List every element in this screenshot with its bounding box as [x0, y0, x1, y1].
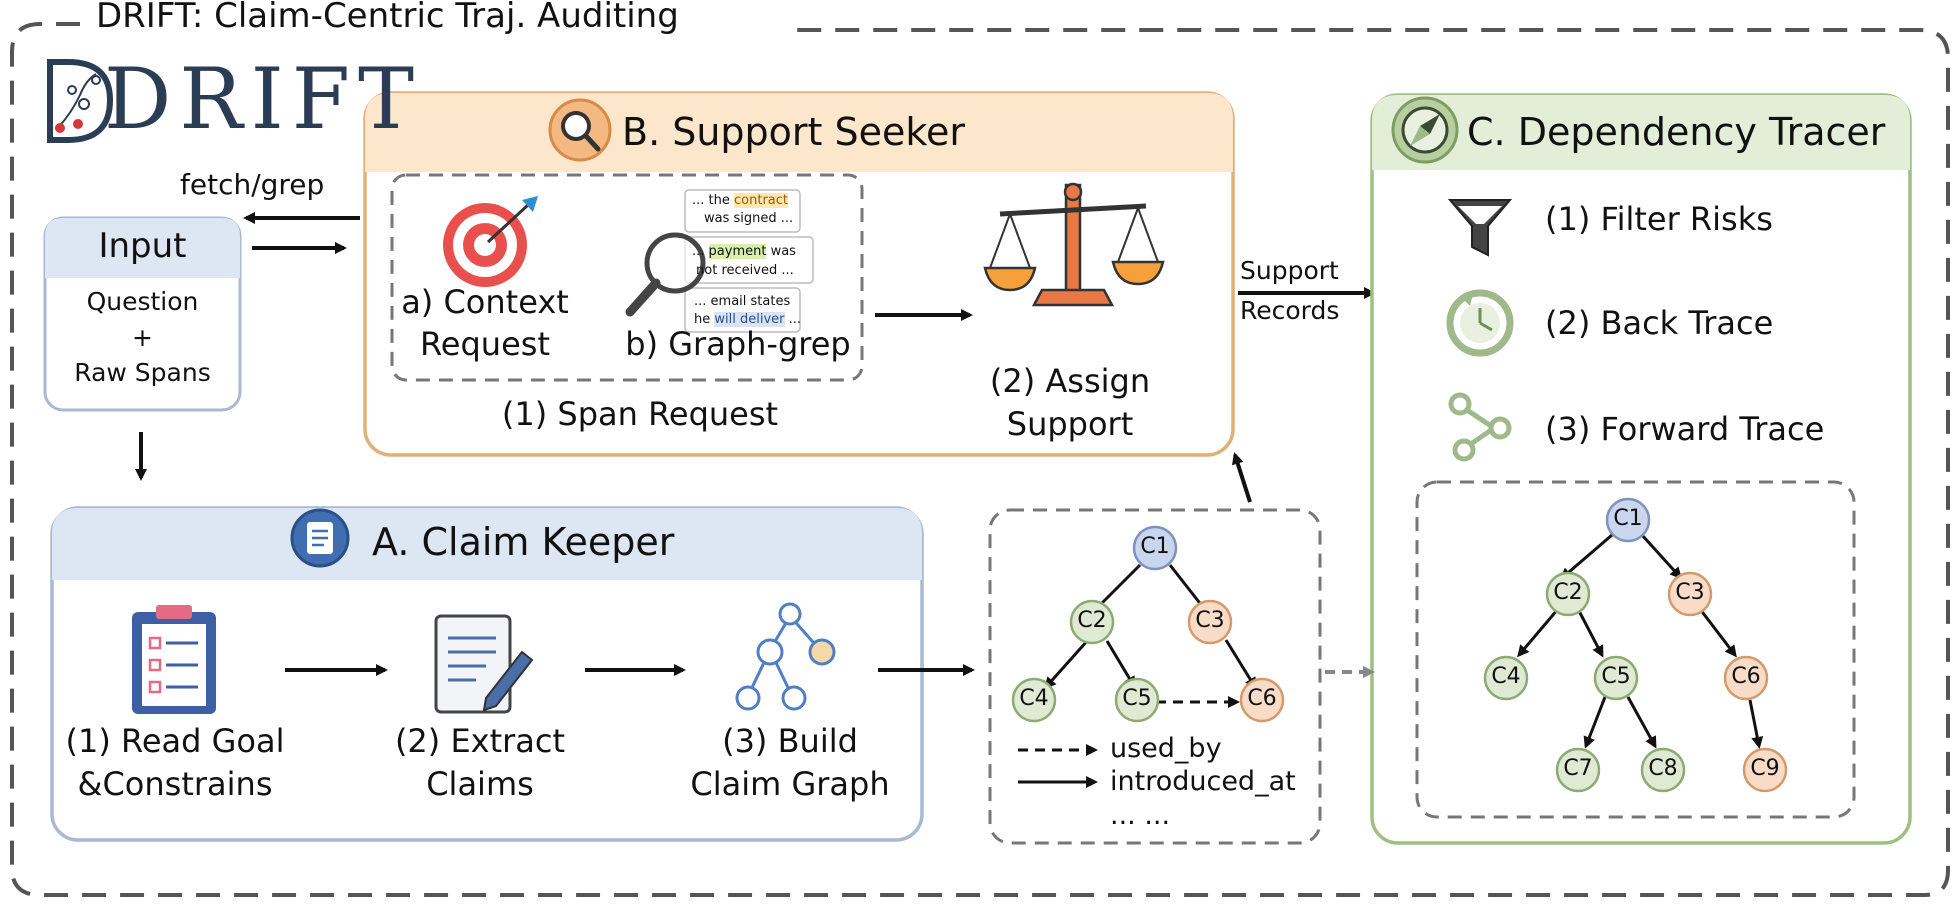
graph-to-seeker-arrow — [1232, 452, 1252, 503]
snippet-payment-2: not received ... — [696, 263, 794, 278]
claim-graph-dashed-box — [988, 508, 1322, 845]
tracer-node-c9 — [1742, 747, 1788, 793]
tracer-node-c7 — [1555, 747, 1601, 793]
snippet-contract-2: was signed ... — [704, 211, 794, 226]
build-graph-line2: Claim Graph — [690, 765, 890, 803]
tree-graph-icon — [735, 602, 836, 711]
claim-graph-edges — [1018, 563, 1257, 788]
build-graph-line1: (3) Build — [722, 722, 858, 760]
snippet-contract-1: ... the contract — [692, 193, 788, 208]
tracer-node-c3 — [1667, 571, 1713, 617]
input-raw-spans: Raw Spans — [74, 358, 211, 387]
tracer-node-c5 — [1593, 655, 1639, 701]
claim-keeper-title: A. Claim Keeper — [372, 520, 675, 564]
funnel-icon — [1447, 199, 1513, 257]
drift-logo-text: DRIFT — [104, 50, 423, 148]
tracer-node-c6-label: C6 — [1731, 664, 1761, 689]
claim-node-c5-label: C5 — [1122, 686, 1152, 711]
balance-scale-icon — [983, 182, 1165, 307]
input-title: Input — [98, 226, 187, 266]
claim-node-c1-label: C1 — [1140, 534, 1170, 559]
tracer-node-c9-label: C9 — [1750, 756, 1780, 781]
snippet-payment-1: ... payment was — [692, 244, 796, 259]
tracer-node-c6 — [1723, 655, 1769, 701]
claim-node-c5 — [1114, 677, 1160, 723]
legend-more: ... ... — [1110, 800, 1171, 831]
claim-node-c3 — [1187, 599, 1233, 645]
forward-trace-icon — [1448, 392, 1512, 462]
tracer-graph-dashed-box — [1415, 480, 1856, 819]
legend-introduced-at: introduced_at — [1110, 766, 1296, 797]
support-records-line2: Records — [1240, 296, 1340, 325]
context-request-line2: Request — [420, 325, 550, 363]
tracer-node-c7-label: C7 — [1563, 756, 1593, 781]
target-icon — [443, 196, 538, 287]
claim-node-c6-label: C6 — [1247, 686, 1277, 711]
tracer-node-c3-label: C3 — [1675, 580, 1705, 605]
claim-node-c6 — [1239, 677, 1285, 723]
support-seeker-title: B. Support Seeker — [622, 110, 966, 154]
dependency-tracer-title: C. Dependency Tracer — [1467, 110, 1886, 154]
document-pen-icon — [434, 614, 534, 714]
assign-support-line2: Support — [1006, 405, 1134, 443]
legend-used-by: used_by — [1110, 733, 1222, 764]
claim-node-c3-label: C3 — [1195, 608, 1225, 633]
tracer-node-c2-label: C2 — [1553, 580, 1583, 605]
drift-logo-mark-icon — [47, 59, 114, 143]
claim-graph-nodes — [1011, 525, 1285, 723]
forward-trace-label: (3) Forward Trace — [1545, 410, 1825, 448]
claim-node-c1 — [1132, 525, 1178, 571]
tracer-node-c2 — [1545, 571, 1591, 617]
fetch-grep-label: fetch/grep — [180, 168, 325, 201]
context-request-line1: a) Context — [401, 283, 569, 321]
tracer-graph-edges — [1517, 533, 1764, 749]
back-clock-icon — [1446, 289, 1514, 357]
tracer-node-c4 — [1483, 655, 1529, 701]
tracer-node-c5-label: C5 — [1601, 664, 1631, 689]
compass-icon — [1391, 96, 1459, 164]
tracer-node-c1 — [1605, 497, 1651, 543]
snippet-email-1: ... email states — [694, 294, 791, 309]
claim-node-c4 — [1011, 677, 1057, 723]
span-request-dashed-box — [390, 173, 864, 382]
claim-node-c2-label: C2 — [1077, 608, 1107, 633]
read-goal-line2: &Constrains — [77, 765, 273, 803]
document-badge-icon — [290, 508, 350, 568]
snippet-email-2: he will deliver ... — [694, 312, 802, 327]
support-records-line1: Support — [1240, 256, 1339, 285]
claim-node-c4-label: C4 — [1019, 686, 1049, 711]
tracer-node-c8-label: C8 — [1648, 756, 1678, 781]
span-request-label: (1) Span Request — [501, 395, 779, 433]
outer-frame — [10, 22, 1950, 897]
magnifier-icon — [548, 98, 612, 162]
graph-grep-label: b) Graph-grep — [625, 325, 851, 363]
tracer-graph-nodes — [1483, 497, 1788, 793]
extract-claims-line1: (2) Extract — [394, 722, 566, 760]
input-plus: + — [132, 323, 153, 352]
claim-node-c2 — [1069, 599, 1115, 645]
tracer-node-c1-label: C1 — [1613, 506, 1643, 531]
input-question: Question — [86, 287, 199, 316]
assign-support-line1: (2) Assign — [989, 362, 1151, 400]
read-goal-line1: (1) Read Goal — [65, 722, 285, 760]
extract-claims-line2: Claims — [426, 765, 534, 803]
back-trace-label: (2) Back Trace — [1545, 304, 1774, 342]
tracer-node-c4-label: C4 — [1491, 664, 1521, 689]
filter-risks-label: (1) Filter Risks — [1545, 200, 1773, 238]
tracer-node-c8 — [1640, 747, 1686, 793]
diagram-title: DRIFT: Claim-Centric Traj. Auditing — [88, 0, 687, 36]
clipboard-checklist-icon — [132, 605, 216, 714]
